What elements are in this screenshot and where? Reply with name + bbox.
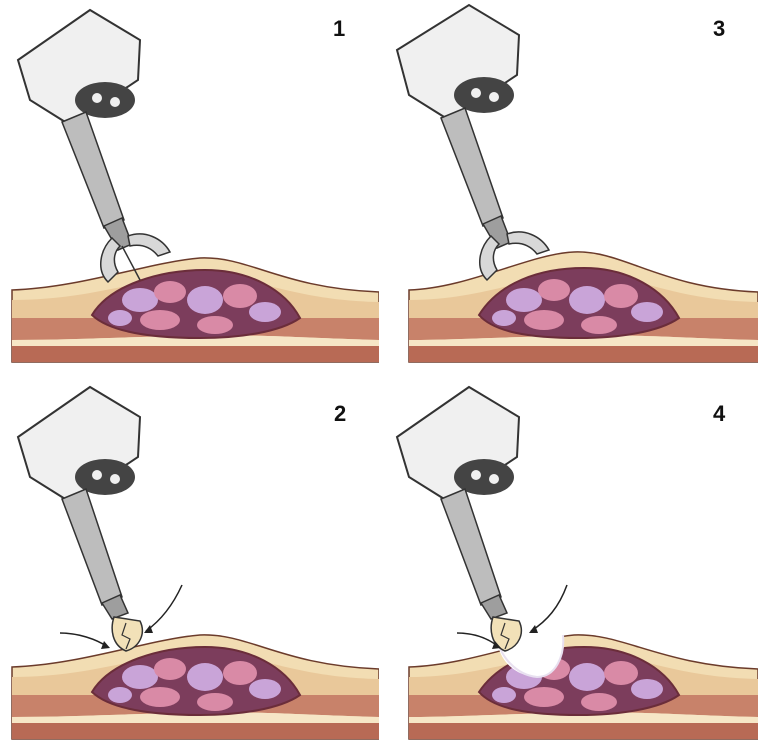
illustration-cut — [0, 377, 379, 754]
scissors-instrument — [18, 387, 142, 651]
step-number-label: 3 — [713, 16, 725, 42]
panel-step-4: 4 — [379, 377, 758, 754]
step-number-label: 2 — [334, 401, 346, 427]
illustration-lift — [379, 0, 758, 377]
step-number-label: 4 — [713, 401, 725, 427]
panel-step-1: 1 — [0, 0, 379, 377]
panel-step-3: 3 — [379, 0, 758, 377]
panel-step-2: 2 — [0, 377, 379, 754]
grasper-instrument — [18, 10, 170, 282]
illustration-grasp — [0, 0, 379, 377]
grasper-instrument — [397, 5, 549, 280]
illustration-opened — [379, 377, 758, 754]
scissors-instrument — [397, 387, 521, 651]
step-number-label: 1 — [333, 16, 345, 42]
